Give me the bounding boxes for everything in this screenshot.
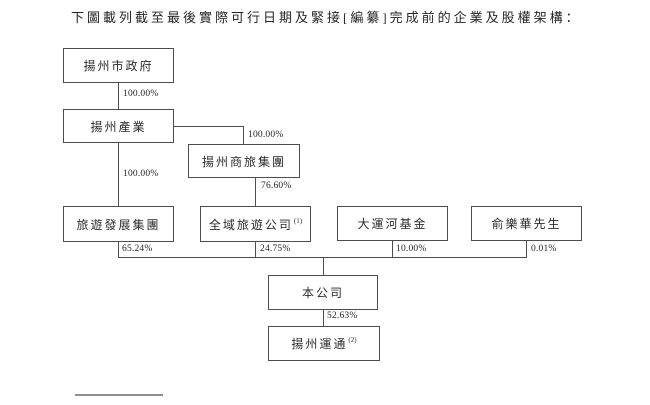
connector-industry-shanglv-horizontal — [174, 126, 244, 127]
node-label: 全域旅遊公司 — [208, 217, 293, 232]
ownership-tourdev-company: 65.24% — [122, 244, 153, 254]
node-label: 揚州市政府 — [83, 59, 154, 73]
connector-gov-industry — [118, 83, 119, 109]
connector-yulehua-bus — [526, 241, 527, 258]
node-yangzhou-industry: 揚州產業 — [63, 109, 174, 143]
node-yangzhou-shanglv-group: 揚州商旅集團 — [188, 144, 300, 178]
ownership-industry-tourdev: 100.00% — [123, 169, 159, 179]
ownership-yulehua-company: 0.01% — [531, 244, 557, 254]
ownership-quanyu-company: 24.75% — [260, 244, 291, 254]
node-grand-canal-fund: 大運河基金 — [337, 206, 448, 241]
connector-shanglv-quanyu — [255, 178, 256, 206]
footnote-ref-1: (1) — [293, 216, 303, 225]
node-tourism-dev-group: 旅遊發展集團 — [63, 206, 174, 242]
page-title: 下圖載列截至最後實際可行日期及緊接[編纂]完成前的企業及股權架構： — [71, 10, 582, 25]
node-yangzhou-yuntong: 揚州運通(2) — [268, 326, 380, 361]
footnote-divider — [75, 394, 163, 396]
node-mr-yu-lehua: 俞樂華先生 — [471, 206, 582, 241]
footnote-ref-2: (2) — [348, 336, 357, 344]
node-yangzhou-government: 揚州市政府 — [63, 48, 174, 83]
connector-bus-company — [323, 257, 324, 275]
node-label: 本公司 — [301, 286, 344, 300]
connector-industry-shanglv-vertical — [243, 126, 244, 144]
ownership-shanglv-quanyu: 76.60% — [261, 181, 292, 191]
node-label: 揚州產業 — [90, 119, 147, 134]
node-label: 旅遊發展集團 — [76, 217, 161, 232]
node-quanyu-tourism-co: 全域旅遊公司(1) — [200, 206, 311, 242]
node-label: 大運河基金 — [357, 217, 428, 231]
ownership-company-yuntong: 52.63% — [327, 311, 358, 321]
connector-canalfund-bus — [392, 241, 393, 258]
connector-industry-tourismdev — [118, 143, 119, 206]
ownership-industry-shanglv: 100.00% — [248, 130, 284, 140]
connector-quanyu-bus — [255, 242, 256, 258]
node-label: 俞樂華先生 — [491, 217, 562, 231]
node-the-company: 本公司 — [268, 275, 378, 310]
connector-tourismdev-bus — [118, 242, 119, 258]
node-label: 揚州運通 — [291, 337, 348, 351]
node-label: 揚州商旅集團 — [201, 154, 286, 169]
connector-company-yuntong — [323, 310, 324, 326]
connector-shareholder-bus — [118, 257, 527, 258]
ownership-gov-industry: 100.00% — [123, 89, 159, 99]
ownership-canalfund-company: 10.00% — [396, 244, 427, 254]
